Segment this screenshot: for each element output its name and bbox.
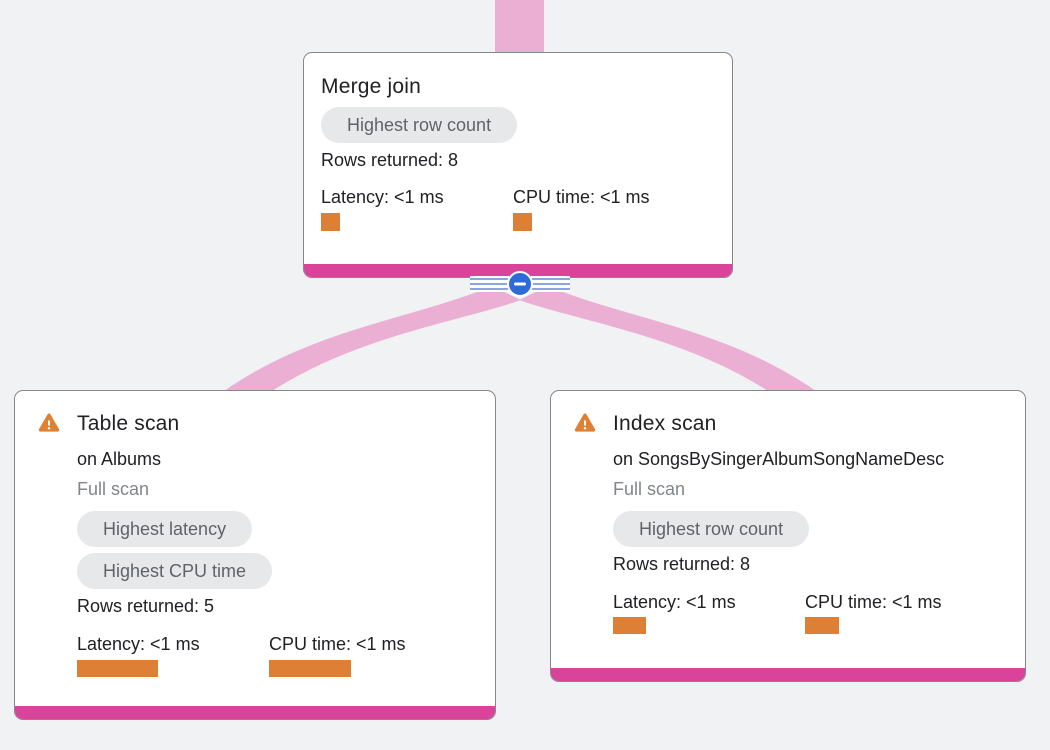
collapse-children-button[interactable]: [507, 271, 533, 297]
scan-target: on Albums: [77, 449, 162, 469]
cpu-time-label: CPU time: <1 ms: [805, 592, 942, 612]
warning-icon: [37, 411, 61, 435]
badge-highest-row-count: Highest row count: [321, 107, 518, 143]
latency-metric: Latency: <1 ms: [613, 592, 805, 634]
latency-metric: Latency: <1 ms: [321, 187, 513, 231]
scan-target: on SongsBySingerAlbumSongNameDesc: [613, 449, 945, 469]
node-accent-bar: [304, 264, 732, 277]
rows-returned: Rows returned: 8: [321, 150, 459, 170]
badge-highest-row-count: Highest row count: [613, 511, 810, 547]
latency-bar: [613, 617, 646, 634]
latency-label: Latency: <1 ms: [613, 592, 736, 612]
metrics-row: Latency: <1 ms CPU time: <1 ms: [321, 187, 712, 231]
metrics-row: Latency: <1 ms CPU time: <1 ms: [77, 634, 406, 677]
node-title: Index scan: [613, 412, 717, 435]
metrics-row: Latency: <1 ms CPU time: <1 ms: [613, 592, 944, 634]
node-content: Table scan on Albums Full scan Highest l…: [77, 411, 406, 677]
warning-icon: [573, 411, 597, 435]
latency-metric: Latency: <1 ms: [77, 634, 269, 677]
cpu-time-metric: CPU time: <1 ms: [513, 187, 650, 231]
node-merge-join[interactable]: Merge join Highest row count Rows return…: [303, 52, 733, 278]
edge-stripes-icon: [531, 276, 570, 292]
scan-type: Full scan: [77, 479, 150, 499]
edge-from-parent: [495, 0, 544, 58]
collapse-children-control[interactable]: [470, 268, 570, 300]
node-accent-bar: [551, 668, 1025, 681]
cpu-time-metric: CPU time: <1 ms: [269, 634, 406, 677]
node-index-scan[interactable]: Index scan on SongsBySingerAlbumSongName…: [550, 390, 1026, 682]
cpu-time-metric: CPU time: <1 ms: [805, 592, 942, 634]
cpu-time-label: CPU time: <1 ms: [269, 634, 406, 654]
cpu-time-label: CPU time: <1 ms: [513, 187, 650, 207]
latency-label: Latency: <1 ms: [321, 187, 444, 207]
latency-label: Latency: <1 ms: [77, 634, 200, 654]
cpu-time-bar: [269, 660, 351, 677]
node-content: Index scan on SongsBySingerAlbumSongName…: [613, 411, 944, 634]
cpu-time-bar: [805, 617, 839, 634]
node-accent-bar: [15, 706, 495, 719]
cpu-time-bar: [513, 213, 532, 231]
node-title: Table scan: [77, 412, 180, 435]
collapse-icon: [514, 282, 526, 286]
badge-list: Highest latency Highest CPU time: [77, 511, 406, 589]
latency-bar: [77, 660, 158, 677]
edge-to-index-scan: [519, 286, 816, 391]
badge-highest-latency: Highest latency: [77, 511, 253, 547]
edge-stripes-icon: [470, 276, 509, 292]
rows-returned: Rows returned: 8: [613, 554, 751, 574]
edge-to-table-scan: [224, 286, 521, 391]
rows-returned: Rows returned: 5: [77, 596, 215, 616]
node-table-scan[interactable]: Table scan on Albums Full scan Highest l…: [14, 390, 496, 720]
latency-bar: [321, 213, 340, 231]
badge-highest-cpu-time: Highest CPU time: [77, 553, 273, 589]
scan-type: Full scan: [613, 479, 686, 499]
node-title: Merge join: [321, 75, 422, 98]
badge-list: Highest row count: [613, 511, 944, 547]
